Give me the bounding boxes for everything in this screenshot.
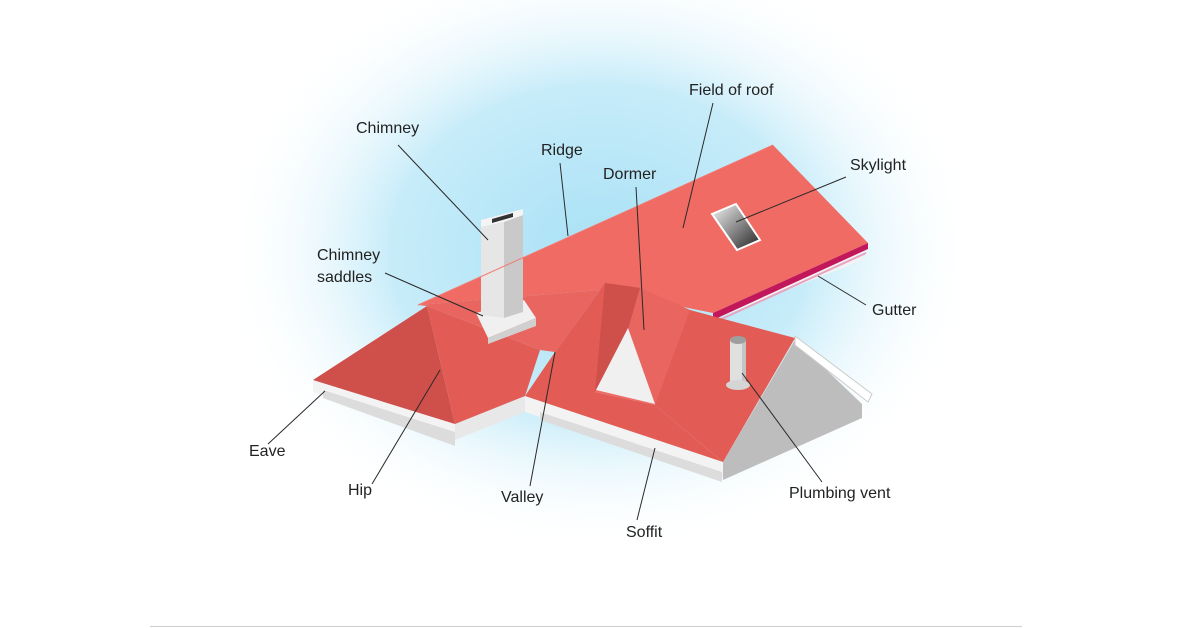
ridge-line xyxy=(417,144,774,306)
bottom-divider xyxy=(150,626,1022,627)
leader-valley xyxy=(529,351,556,487)
gable-end-wall xyxy=(723,340,862,480)
leader-field-of-roof xyxy=(682,102,714,229)
main-fascia xyxy=(713,252,862,320)
label-dormer: Dormer xyxy=(603,166,657,183)
leader-plumbing-vent xyxy=(741,372,823,483)
gutter-lip xyxy=(714,252,867,323)
chimney-saddle-shadow xyxy=(488,318,536,344)
label-ridge: Ridge xyxy=(541,142,583,159)
plumbing-vent xyxy=(730,340,742,384)
leader-chimney-saddles xyxy=(384,272,484,317)
left-eave-shadow xyxy=(323,390,455,446)
label-chimney: Chimney xyxy=(356,120,420,137)
label-chimney-saddles: Chimney saddles xyxy=(317,247,381,286)
leader-eave xyxy=(267,390,326,445)
left-hip-face xyxy=(313,306,455,424)
leader-gutter xyxy=(817,275,867,306)
valley-plane xyxy=(525,283,723,462)
plumbing-vent-top xyxy=(730,336,746,344)
leader-ridge xyxy=(559,162,569,237)
label-plumbing-vent: Plumbing vent xyxy=(789,485,891,502)
skylight xyxy=(710,202,762,252)
gutter-strip xyxy=(713,243,868,320)
plumbing-vent-shade xyxy=(742,340,746,384)
left-hip-right-face xyxy=(427,306,540,424)
label-gutter: Gutter xyxy=(872,302,917,319)
field-of-roof-plane xyxy=(418,145,868,313)
left-wing-front-edge xyxy=(455,396,525,440)
leader-dormer xyxy=(635,186,645,331)
dormer-window xyxy=(596,328,655,404)
leader-lines xyxy=(267,102,867,521)
label-eave: Eave xyxy=(249,443,286,460)
label-valley: Valley xyxy=(501,489,544,506)
leader-skylight xyxy=(735,176,847,223)
leader-hip xyxy=(371,369,441,485)
plumbing-vent-base xyxy=(726,380,750,390)
chimney-stack-side xyxy=(504,215,523,318)
gable-end-trim xyxy=(794,334,873,403)
leader-chimney xyxy=(397,144,489,241)
label-field-of-roof: Field of roof xyxy=(689,82,774,99)
chimney-stack-front xyxy=(481,222,504,318)
label-soffit: Soffit xyxy=(626,524,663,541)
front-eave-shadow xyxy=(540,412,722,482)
dormer-left-face xyxy=(595,283,640,392)
label-hip: Hip xyxy=(348,482,373,499)
chimney-flue xyxy=(492,213,513,223)
leader-soffit xyxy=(636,447,656,521)
label-skylight: Skylight xyxy=(850,157,907,174)
